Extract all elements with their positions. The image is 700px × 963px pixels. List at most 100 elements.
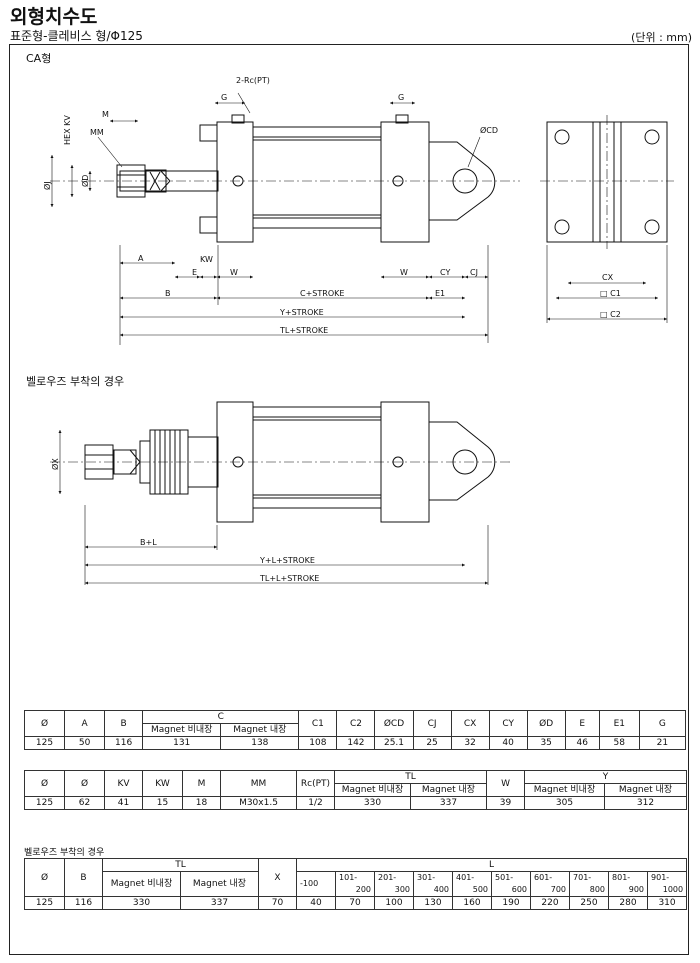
label-c2: □ C2 <box>600 310 621 319</box>
t3-l-value: 310 <box>647 896 688 910</box>
t2-h-y-non: Magnet 비내장 <box>524 783 606 797</box>
t2-tl-in: 337 <box>409 796 488 810</box>
t1-c1: 108 <box>298 736 338 750</box>
t1-h-a: A <box>64 710 106 737</box>
t1-h-c1: C1 <box>298 710 338 737</box>
t3-h-l: L <box>296 858 688 872</box>
label-w-left: W <box>230 268 238 277</box>
t3-tl-non: 330 <box>102 896 181 910</box>
t1-h-d: ØD <box>526 710 566 737</box>
t1-cy: 40 <box>488 736 528 750</box>
label-tl-stroke: TL+STROKE <box>279 326 328 335</box>
t3-l-value: 130 <box>413 896 454 910</box>
t1-phi: 125 <box>23 736 66 750</box>
t1-h-cx: CX <box>450 710 490 737</box>
t3-phi: 125 <box>24 896 65 910</box>
t1-h-c2: C2 <box>336 710 376 737</box>
t1-cx: 32 <box>450 736 490 750</box>
t3-l-value: 220 <box>530 896 571 910</box>
label-cx: CX <box>602 273 614 282</box>
t2-h-w: W <box>486 770 526 797</box>
t1-h-c-in: Magnet 내장 <box>220 723 300 737</box>
t1-h-cy: CY <box>488 710 528 737</box>
t1-h-c: C <box>142 710 300 724</box>
bellows-cylinder <box>50 401 510 523</box>
t2-phi: 125 <box>24 796 65 810</box>
t2-y-non: 305 <box>524 796 606 810</box>
t1-d: 35 <box>526 736 566 750</box>
label-mm: MM <box>90 128 104 137</box>
t2-h-tl: TL <box>333 770 488 784</box>
t2-h-mm: MM <box>220 770 297 797</box>
spec-table-3: Ø B TL X L Magnet 비내장 Magnet 내장 -100 101… <box>24 858 688 910</box>
t2-h-tl-in: Magnet 내장 <box>409 783 488 797</box>
t2-h-m: M <box>182 770 221 797</box>
t3-h-tl-non: Magnet 비내장 <box>102 871 181 897</box>
t3-h-phi: Ø <box>24 858 65 897</box>
t3-l-range: 101-200 <box>335 871 376 897</box>
t1-h-g: G <box>638 710 687 737</box>
t2-w: 39 <box>486 796 526 810</box>
t1-e: 46 <box>564 736 600 750</box>
label-c1: □ C1 <box>600 289 621 298</box>
page-subtitle: 표준형-클레비스 형/Φ125 <box>10 29 143 43</box>
t3-tl-in: 337 <box>179 896 260 910</box>
label-w-right: W <box>400 268 408 277</box>
unit-note: (단위 : mm) <box>631 31 692 44</box>
ca-side-view <box>540 115 674 323</box>
t1-b: 116 <box>104 736 144 750</box>
t1-a: 50 <box>64 736 106 750</box>
t3-l-range: 601-700 <box>530 871 571 897</box>
label-d: ØD <box>80 175 90 187</box>
t1-c-non: 131 <box>142 736 222 750</box>
label-b: B <box>165 289 171 298</box>
t1-h-c-non: Magnet 비내장 <box>142 723 222 737</box>
label-m: M <box>102 110 109 119</box>
t3-l-value: 190 <box>491 896 532 910</box>
t3-h-b: B <box>64 858 103 897</box>
t3-l-value: 100 <box>374 896 415 910</box>
t2-h-y-in: Magnet 내장 <box>604 783 688 797</box>
t3-l-range: 801-900 <box>608 871 649 897</box>
t2-h-phi2: Ø <box>64 770 105 797</box>
label-e1: E1 <box>435 289 445 298</box>
t1-g: 21 <box>638 736 687 750</box>
label-rc: 2-Rc(PT) <box>236 76 270 85</box>
t2-kv: 41 <box>104 796 143 810</box>
t3-l-range: 401-500 <box>452 871 493 897</box>
label-j: ØJ <box>42 181 52 190</box>
t1-c-in: 138 <box>220 736 300 750</box>
t1-h-phi: Ø <box>23 710 66 737</box>
t2-h-rc: Rc(PT) <box>296 770 335 797</box>
label-yl-stroke: Y+L+STROKE <box>259 556 315 565</box>
t1-h-e1: E1 <box>598 710 640 737</box>
label-cd: ØCD <box>480 125 498 135</box>
t3-x: 70 <box>258 896 298 910</box>
technical-drawing: CA형 <box>26 52 674 585</box>
label-hex: HEX KV <box>63 115 72 145</box>
t3-l-range: 201-300 <box>374 871 415 897</box>
t3-l-value: 280 <box>608 896 649 910</box>
section-bellows-title: 벨로우즈 부착의 경우 <box>26 375 124 388</box>
label-kw: KW <box>200 255 213 264</box>
page-title: 외형치수도 <box>10 6 98 28</box>
label-y-stroke: Y+STROKE <box>279 308 324 317</box>
t2-rc: 1/2 <box>296 796 335 810</box>
drawing-frame: CA형 <box>9 44 689 955</box>
t2-h-phi: Ø <box>24 770 65 797</box>
t3-l-range: -100 <box>296 871 337 897</box>
t3-h-tl: TL <box>101 858 260 872</box>
t3-l-value: 40 <box>296 896 337 910</box>
t3-h-x: X <box>258 858 298 897</box>
t2-h-y: Y <box>524 770 688 784</box>
label-a: A <box>138 254 144 263</box>
label-bl: B+L <box>140 538 157 547</box>
spec-table-2: Ø Ø KV KW M MM Rc(PT) TL W Y Magnet 비내장 … <box>24 770 688 810</box>
t3-l-range: 901-1000 <box>647 871 688 897</box>
label-cy: CY <box>440 268 450 277</box>
section-ca-title: CA형 <box>26 52 51 65</box>
t1-cd: 25.1 <box>374 736 414 750</box>
label-g-right: G <box>398 93 404 102</box>
t3-l-range: 501-600 <box>491 871 532 897</box>
t1-h-cj: CJ <box>412 710 452 737</box>
